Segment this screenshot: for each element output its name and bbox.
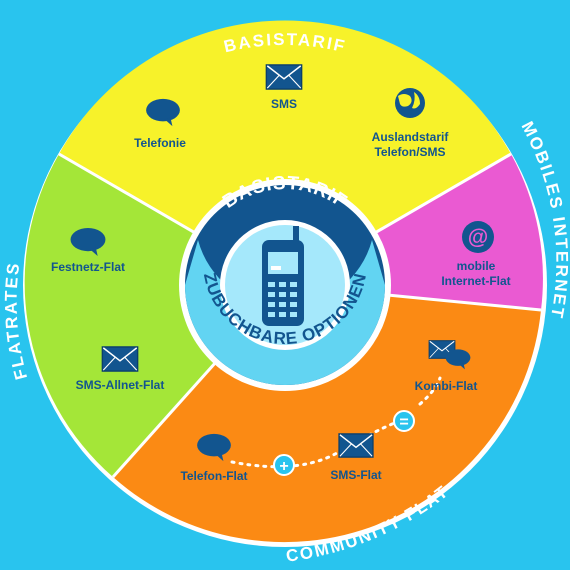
svg-text:@: @ bbox=[468, 226, 488, 249]
item-sms-flat: SMS-Flat bbox=[330, 468, 381, 482]
item-kombi-flat: Kombi-Flat bbox=[415, 379, 478, 393]
item-sms-allnet-flat: SMS-Allnet-Flat bbox=[76, 378, 165, 392]
item-internet-flat: Internet-Flat bbox=[441, 274, 510, 288]
globe-icon bbox=[395, 88, 425, 118]
svg-text:+: + bbox=[279, 458, 288, 475]
item-festnetz-flat: Festnetz-Flat bbox=[51, 260, 125, 274]
at-sign-icon: @ bbox=[462, 221, 494, 253]
sms-allnet-envelope-icon bbox=[101, 346, 139, 372]
item-sms: SMS bbox=[271, 97, 297, 111]
item-mobile: mobile bbox=[457, 259, 496, 273]
equals-icon: = bbox=[393, 410, 415, 432]
sms-flat-envelope-icon bbox=[338, 433, 374, 458]
item-telefon-flat: Telefon-Flat bbox=[180, 469, 247, 483]
plus-icon: + bbox=[273, 454, 295, 476]
mobile-phone-icon bbox=[262, 226, 304, 326]
item-auslandstarif: Auslandstarif bbox=[372, 130, 450, 144]
sms-envelope-icon bbox=[265, 64, 303, 90]
item-telefonie: Telefonie bbox=[134, 136, 186, 150]
svg-text:=: = bbox=[399, 414, 408, 431]
combination-dotted-line bbox=[230, 376, 442, 469]
item-auslandstarif-line2: Telefon/SMS bbox=[374, 145, 445, 159]
